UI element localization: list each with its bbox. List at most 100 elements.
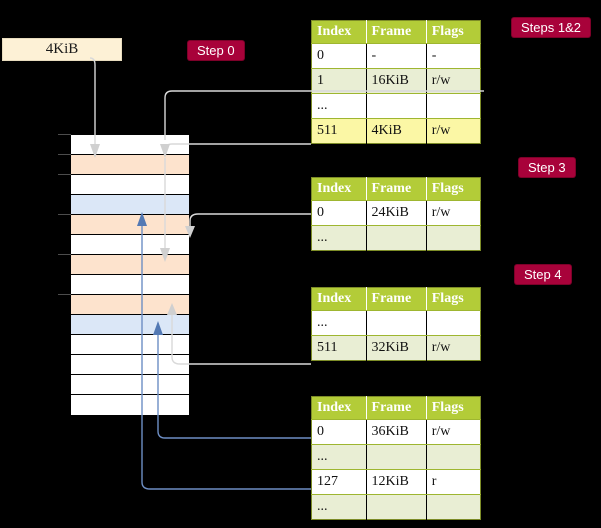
memory-frame-row [71, 215, 189, 235]
col-frame: Frame [366, 20, 427, 44]
cell-index: 127 [311, 469, 367, 495]
size-label-text: 4KiB [45, 41, 79, 57]
cell-index: ... [311, 225, 367, 251]
col-index: Index [311, 287, 367, 311]
col-index: Index [311, 20, 367, 44]
memory-frame-row [71, 315, 189, 335]
step3-label: Step 3 [528, 160, 566, 175]
cell-flags: r/w [426, 335, 481, 361]
page-table-pdp: Index Frame Flags 0 24KiB r/w ... [311, 177, 481, 251]
cell-flags: r/w [426, 68, 481, 94]
memory-frame-row [71, 235, 189, 255]
memory-frame-row [71, 335, 189, 355]
col-frame: Frame [366, 396, 427, 420]
cell-frame: 24KiB [366, 200, 427, 226]
cell-flags [426, 494, 481, 520]
steps12-label: Steps 1&2 [521, 20, 581, 35]
col-flags: Flags [426, 396, 481, 420]
col-flags: Flags [426, 287, 481, 311]
size-label-4kib: 4KiB [2, 38, 122, 61]
cell-frame [366, 310, 427, 336]
col-index: Index [311, 177, 367, 201]
step-badge-step0: Step 0 [188, 41, 244, 60]
memory-tick-0 [58, 134, 71, 135]
table-row: 0 24KiB r/w [311, 200, 481, 226]
table-row-highlighted: 511 4KiB r/w [311, 118, 481, 144]
cell-index: 511 [311, 335, 367, 361]
cell-flags: r/w [426, 200, 481, 226]
cell-flags: r/w [426, 419, 481, 445]
memory-frame-row [71, 295, 189, 315]
pdp-body: 0 24KiB r/w ... [311, 200, 481, 251]
step0-label: Step 0 [197, 43, 235, 58]
cell-flags: r [426, 469, 481, 495]
page-table-pt: Index Frame Flags 0 36KiB r/w ... 127 12… [311, 396, 481, 520]
table-row: ... [311, 494, 481, 520]
col-frame: Frame [366, 177, 427, 201]
cell-frame: 4KiB [366, 118, 427, 144]
pml4-body: 0 - - 1 16KiB r/w ... 511 4KiB r/w [311, 43, 481, 144]
pd-body: ... 511 32KiB r/w [311, 310, 481, 361]
memory-frame-row [71, 195, 189, 215]
col-flags: Flags [426, 177, 481, 201]
col-flags: Flags [426, 20, 481, 44]
table-row: 0 - - [311, 43, 481, 69]
cell-frame [366, 225, 427, 251]
page-table-pml4: Index Frame Flags 0 - - 1 16KiB r/w ... [311, 20, 481, 144]
step4-label: Step 4 [524, 267, 562, 282]
memory-frame-row [71, 355, 189, 375]
cell-index: 0 [311, 419, 367, 445]
memory-frame-row [71, 275, 189, 295]
wire-4kib-to-memory [89, 57, 96, 146]
step-badge-step3: Step 3 [519, 158, 575, 177]
table-row: 1 16KiB r/w [311, 68, 481, 94]
memory-tick-4 [58, 254, 71, 255]
cell-flags [426, 444, 481, 470]
cell-frame [366, 93, 427, 119]
cell-index: ... [311, 93, 367, 119]
cell-frame [366, 444, 427, 470]
cell-index: ... [311, 310, 367, 336]
memory-frame-row [71, 135, 189, 155]
cell-index: 511 [311, 118, 367, 144]
memory-tick-1 [58, 154, 71, 155]
cell-frame: 16KiB [366, 68, 427, 94]
table-header-row: Index Frame Flags [311, 177, 481, 201]
memory-tick-3 [58, 214, 71, 215]
table-header-row: Index Frame Flags [311, 20, 481, 44]
page-table-pd: Index Frame Flags ... 511 32KiB r/w [311, 287, 481, 361]
cell-flags [426, 225, 481, 251]
cell-flags [426, 93, 481, 119]
wire-memory-to-pdp [189, 213, 311, 226]
cell-index: 1 [311, 68, 367, 94]
cell-frame: 32KiB [366, 335, 427, 361]
wire-memory-to-pd [171, 315, 311, 365]
cell-frame: 12KiB [366, 469, 427, 495]
cell-frame: 36KiB [366, 419, 427, 445]
table-row: 0 36KiB r/w [311, 419, 481, 445]
pt-body: 0 36KiB r/w ... 127 12KiB r ... [311, 419, 481, 520]
memory-tick-5 [58, 294, 71, 295]
memory-frame-row [71, 155, 189, 175]
table-header-row: Index Frame Flags [311, 396, 481, 420]
cell-index: ... [311, 494, 367, 520]
physical-memory-column [70, 134, 190, 415]
cell-index: ... [311, 444, 367, 470]
table-row: ... [311, 444, 481, 470]
memory-frame-row [71, 255, 189, 275]
memory-frame-row [71, 395, 189, 415]
memory-frame-row [71, 375, 189, 395]
cell-flags: r/w [426, 118, 481, 144]
step-badge-steps12: Steps 1&2 [512, 18, 590, 37]
col-frame: Frame [366, 287, 427, 311]
table-header-row: Index Frame Flags [311, 287, 481, 311]
memory-tick-2 [58, 174, 71, 175]
table-row: ... [311, 93, 481, 119]
step-badge-step4: Step 4 [515, 265, 571, 284]
cell-index: 0 [311, 43, 367, 69]
table-row: ... [311, 310, 481, 336]
table-row: ... [311, 225, 481, 251]
table-row: 127 12KiB r [311, 469, 481, 495]
cell-flags [426, 310, 481, 336]
